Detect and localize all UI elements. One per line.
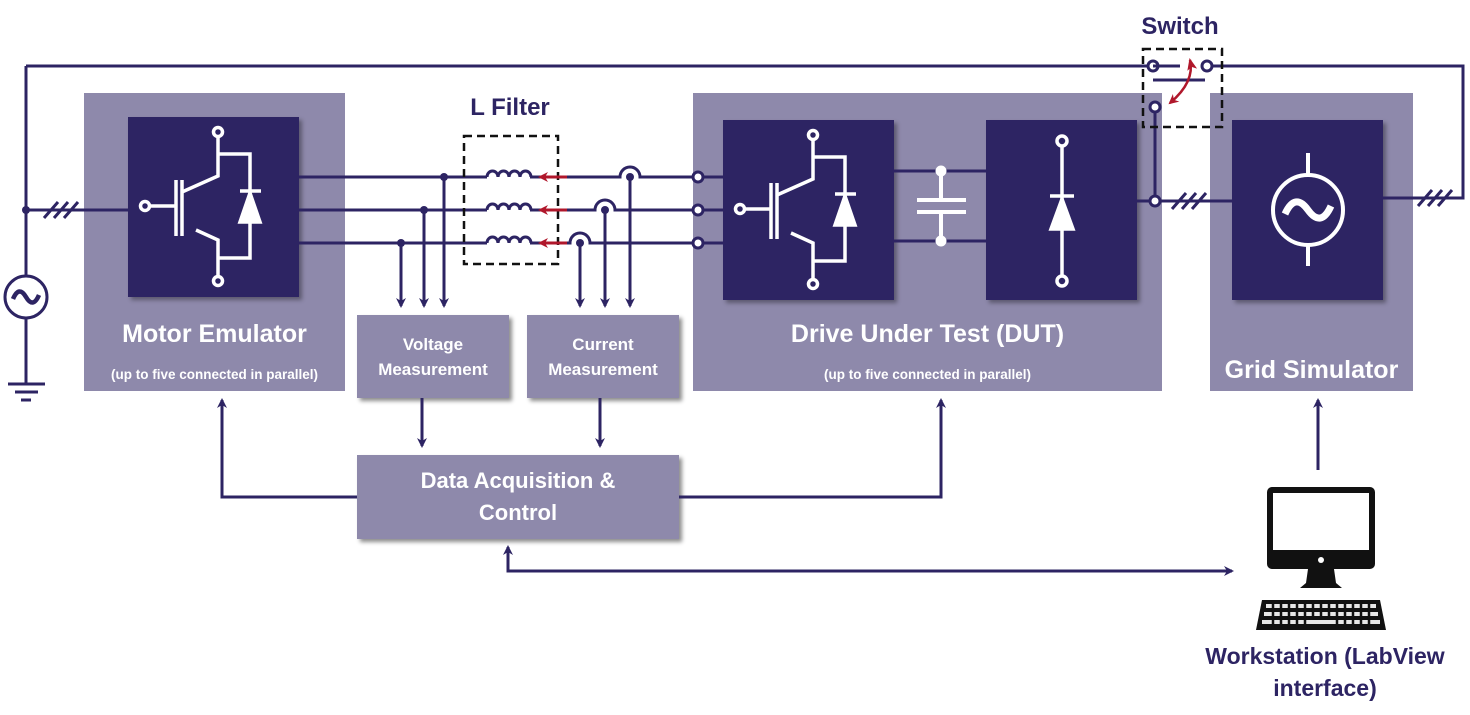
grid-ac-source-icon: [1271, 153, 1345, 266]
daq-box: Data Acquisition & Control: [357, 455, 679, 539]
l-filter-box: [462, 134, 560, 266]
dut-subtitle: (up to five connected in parallel): [823, 367, 1032, 382]
mains-ac-source-icon: [3, 274, 49, 320]
current-measurement-box: Current Measurement: [527, 315, 679, 398]
motor-igbt-icon: [138, 125, 263, 288]
daq-line1: Data Acquisition &: [420, 468, 616, 493]
current-measurement-line1: Current: [572, 334, 634, 354]
voltage-measurement-line1: Voltage: [402, 334, 464, 354]
dut-diode-icon: [1048, 134, 1076, 288]
right-loop-wire: [1213, 64, 1465, 200]
l-filter-title: L Filter: [470, 94, 550, 121]
motor-emulator-subtitle: (up to five connected in parallel): [110, 367, 319, 382]
switch-box: [1141, 47, 1224, 129]
switch-toggle-arrow: [1168, 58, 1198, 105]
current-measurement-line2: Measurement: [548, 359, 658, 379]
workstation-label-line1: Workstation (LabView: [1205, 643, 1445, 669]
dut-capacitor-icon: [917, 165, 966, 247]
switch-title: Switch: [1141, 13, 1219, 40]
daq-line2: Control: [478, 500, 558, 525]
workstation-label-line2: interface): [1273, 675, 1377, 701]
voltage-measurement-box: Voltage Measurement: [357, 315, 509, 398]
dut-igbt-icon: [733, 128, 858, 291]
grid-simulator-title: Grid Simulator: [1224, 356, 1399, 384]
inductor-icon: [485, 169, 533, 244]
dut-title: Drive Under Test (DUT): [790, 320, 1065, 348]
voltage-measurement-line2: Measurement: [378, 359, 488, 379]
workstation-computer-icon: [1256, 487, 1386, 630]
three-phase-slash-icon: [42, 189, 1454, 219]
ground-icon: [8, 382, 45, 402]
workstation-label: Workstation (LabView interface): [1180, 640, 1470, 704]
motor-emulator-title: Motor Emulator: [122, 320, 307, 348]
